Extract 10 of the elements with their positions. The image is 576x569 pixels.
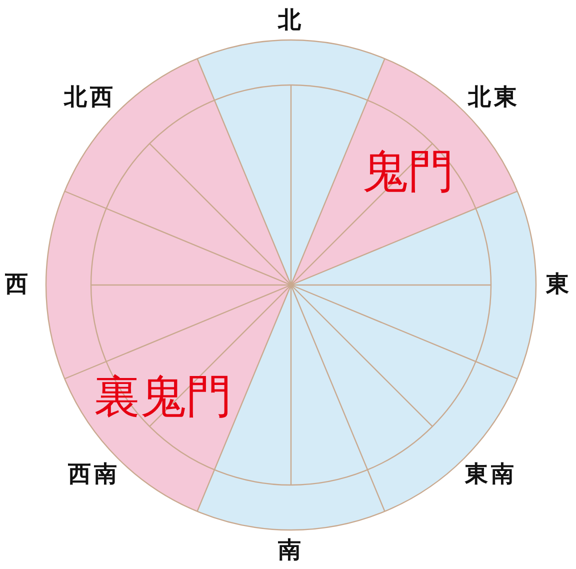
sector-label: 鬼門 xyxy=(362,148,454,194)
direction-label: 西 xyxy=(5,272,31,296)
direction-label: 北西 xyxy=(64,85,116,108)
direction-label: 東 xyxy=(546,272,572,296)
direction-label: 東南 xyxy=(465,462,517,486)
sector-label: 裏鬼門 xyxy=(94,373,232,419)
direction-label: 南 xyxy=(278,538,304,562)
direction-label: 西南 xyxy=(68,462,120,486)
direction-label: 北 xyxy=(278,8,304,32)
direction-label: 北東 xyxy=(468,85,520,108)
